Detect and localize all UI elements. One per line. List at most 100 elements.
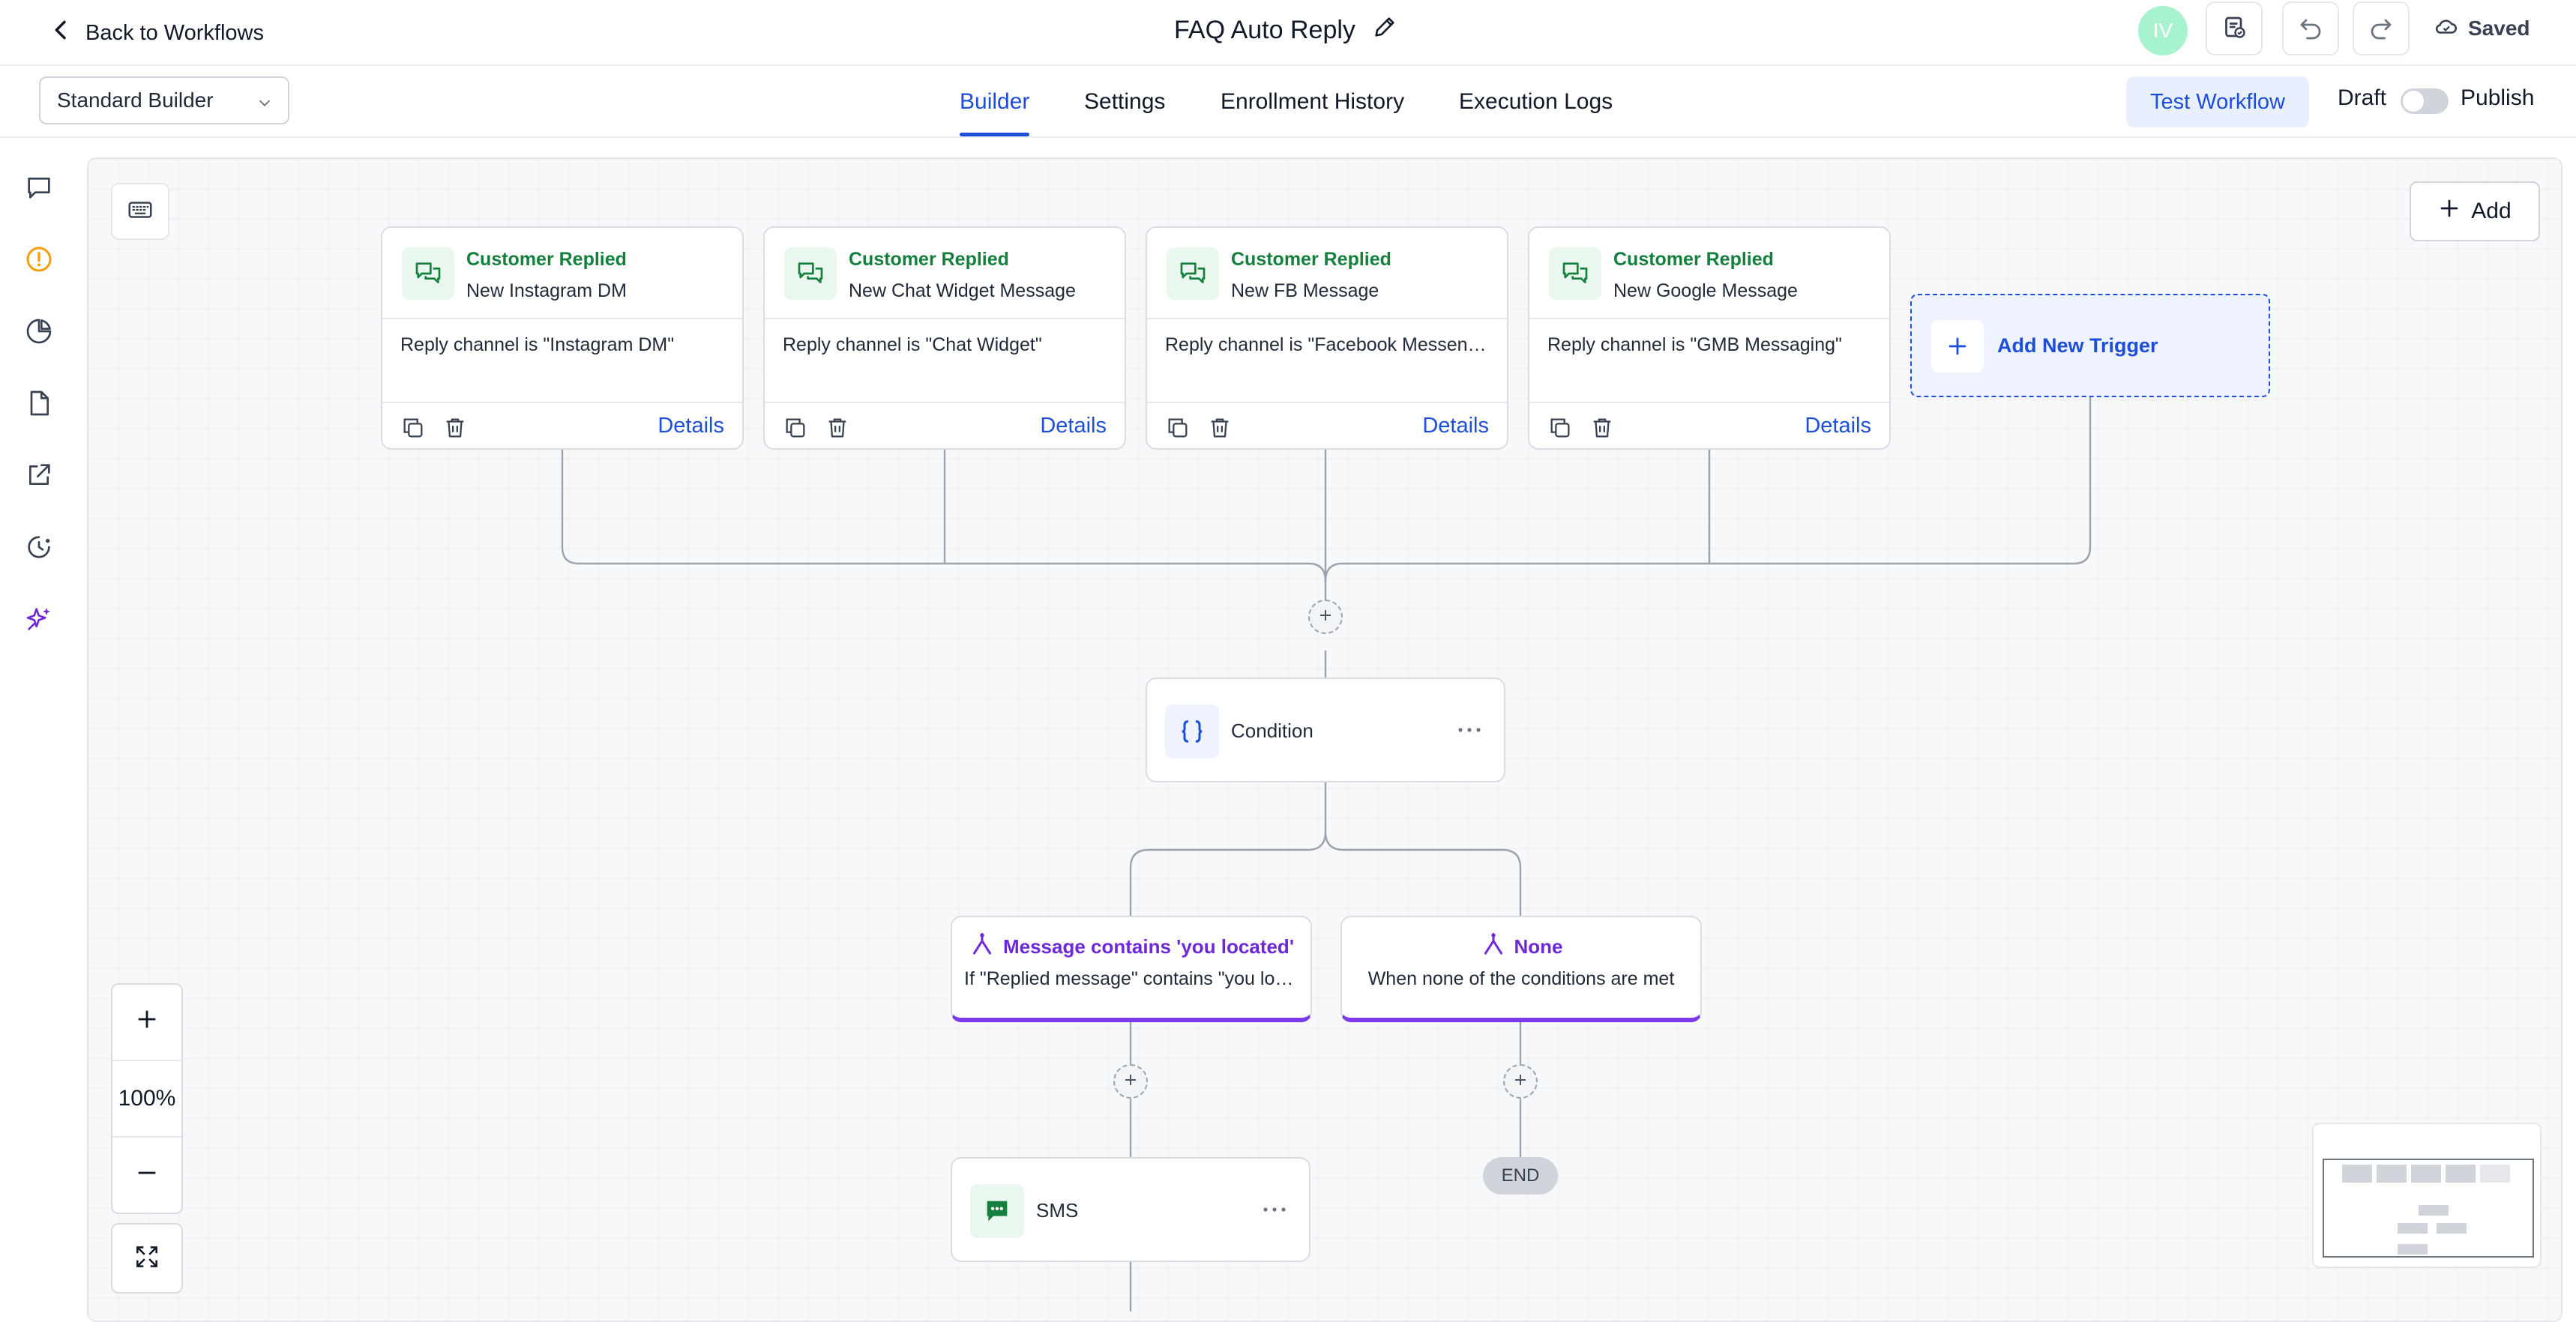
trash-icon[interactable] — [1589, 415, 1615, 441]
trigger-footer: Details — [1529, 402, 1889, 451]
draft-label: Draft — [2338, 85, 2387, 110]
trash-icon[interactable] — [442, 415, 468, 441]
minus-icon — [134, 1160, 160, 1192]
add-new-trigger-button[interactable]: Add New Trigger — [1910, 294, 2270, 397]
clipboard-check-icon — [2221, 13, 2248, 44]
branch-title: None — [1342, 931, 1700, 963]
trash-icon[interactable] — [825, 415, 850, 441]
branch-description: If "Replied message" contains "you locat… — [964, 968, 1298, 989]
details-link[interactable]: Details — [1422, 414, 1489, 438]
workflow-notes-button[interactable] — [2206, 1, 2263, 55]
copy-icon[interactable] — [400, 415, 426, 441]
minimap-node — [2411, 1165, 2441, 1183]
trigger-header: Customer Replied New FB Message — [1147, 228, 1507, 319]
trigger-filter: Reply channel is "Facebook Messenger" — [1165, 334, 1495, 355]
copy-icon[interactable] — [783, 415, 808, 441]
workflow-title: FAQ Auto Reply — [1174, 7, 1397, 52]
trigger-filter: Reply channel is "GMB Messaging" — [1547, 334, 1842, 355]
branch-card-you-located[interactable]: Message contains 'you located' If "Repli… — [951, 916, 1312, 1022]
minimap-node — [2398, 1223, 2428, 1234]
workflow-title-text: FAQ Auto Reply — [1174, 15, 1355, 44]
trigger-card-facebook[interactable]: Customer Replied New FB Message Reply ch… — [1146, 226, 1508, 450]
trigger-filter: Reply channel is "Instagram DM" — [400, 334, 675, 355]
end-badge: END — [1483, 1157, 1558, 1195]
details-link[interactable]: Details — [657, 414, 724, 438]
zoom-out-button[interactable] — [112, 1138, 181, 1214]
plus-icon — [1931, 320, 1984, 372]
cloud-check-icon — [2434, 13, 2459, 44]
minimap-node — [2377, 1165, 2407, 1183]
zoom-level: 100% — [112, 1061, 181, 1138]
zoom-in-button[interactable] — [112, 985, 181, 1061]
tab-settings[interactable]: Settings — [1084, 89, 1166, 114]
fit-to-screen-button[interactable] — [111, 1223, 183, 1294]
plus-icon — [134, 1006, 160, 1038]
undo-button[interactable] — [2282, 1, 2339, 55]
tab-bar: Standard Builder Builder Settings Enroll… — [0, 66, 2576, 138]
add-trigger-label: Add New Trigger — [1997, 334, 2158, 357]
sms-action-node[interactable]: SMS — [951, 1157, 1310, 1262]
minimap-node — [2480, 1165, 2510, 1183]
history-icon[interactable] — [21, 529, 57, 565]
trigger-type: Customer Replied — [1613, 249, 1774, 270]
branch-title: Message contains 'you located' — [952, 931, 1310, 963]
branch-title-text: None — [1514, 935, 1563, 958]
back-label: Back to Workflows — [85, 20, 264, 45]
trigger-card-instagram[interactable]: Customer Replied New Instagram DM Reply … — [381, 226, 744, 450]
redo-button[interactable] — [2353, 1, 2410, 55]
minimap-viewport[interactable] — [2323, 1159, 2534, 1258]
add-step-button[interactable] — [1503, 1064, 1538, 1099]
branch-card-none[interactable]: None When none of the conditions are met — [1340, 916, 1702, 1022]
trigger-filter: Reply channel is "Chat Widget" — [783, 334, 1042, 355]
saved-label: Saved — [2468, 16, 2530, 40]
condition-node[interactable]: Condition — [1146, 677, 1505, 782]
add-step-button[interactable] — [1113, 1064, 1148, 1099]
chat-bubbles-icon — [784, 247, 837, 300]
details-link[interactable]: Details — [1040, 414, 1107, 438]
minimap[interactable] — [2312, 1123, 2542, 1268]
minimap-node — [2446, 1165, 2476, 1183]
trigger-type: Customer Replied — [849, 249, 1009, 270]
copy-icon[interactable] — [1547, 415, 1573, 441]
keyboard-shortcuts-button[interactable] — [111, 183, 169, 240]
tab-builder[interactable]: Builder — [960, 66, 1030, 138]
publish-toggle[interactable] — [2401, 88, 2449, 114]
minimap-node — [2419, 1205, 2449, 1216]
undo-icon — [2297, 13, 2324, 44]
zoom-controls: 100% — [111, 983, 183, 1214]
tab-execution-logs[interactable]: Execution Logs — [1459, 89, 1613, 114]
trigger-footer: Details — [765, 402, 1125, 451]
analytics-icon[interactable] — [21, 313, 57, 349]
add-node-button[interactable]: Add — [2410, 181, 2540, 241]
expand-icon — [133, 1243, 161, 1275]
add-step-button[interactable] — [1308, 600, 1343, 634]
trigger-card-google[interactable]: Customer Replied New Google Message Repl… — [1528, 226, 1891, 450]
builder-mode-select[interactable]: Standard Builder — [39, 76, 289, 124]
more-options-icon[interactable] — [1454, 721, 1484, 739]
chat-bubbles-icon — [1167, 247, 1219, 300]
save-status: Saved — [2434, 10, 2530, 46]
alert-icon[interactable] — [21, 241, 57, 277]
test-workflow-button[interactable]: Test Workflow — [2126, 76, 2309, 127]
edit-pencil-icon[interactable] — [1372, 14, 1397, 46]
minimap-node — [2398, 1244, 2428, 1255]
trash-icon[interactable] — [1207, 415, 1233, 441]
chat-bubbles-icon — [1549, 247, 1601, 300]
curly-braces-icon — [1165, 704, 1219, 758]
copy-icon[interactable] — [1165, 415, 1191, 441]
trigger-card-chat-widget[interactable]: Customer Replied New Chat Widget Message… — [763, 226, 1126, 450]
trigger-footer: Details — [1147, 402, 1507, 451]
chat-icon[interactable] — [21, 169, 57, 205]
back-to-workflows-link[interactable]: Back to Workflows — [49, 12, 264, 54]
document-icon[interactable] — [21, 385, 57, 421]
sms-label: SMS — [1036, 1199, 1079, 1222]
more-options-icon[interactable] — [1260, 1201, 1289, 1219]
external-link-icon[interactable] — [21, 457, 57, 493]
details-link[interactable]: Details — [1805, 414, 1871, 438]
trigger-name: New FB Message — [1231, 280, 1379, 301]
left-sidebar — [0, 138, 78, 1322]
redo-icon — [2368, 13, 2395, 44]
user-avatar[interactable]: IV — [2138, 6, 2188, 55]
tab-enrollment-history[interactable]: Enrollment History — [1221, 89, 1405, 114]
ai-sparkle-icon[interactable] — [21, 601, 57, 637]
